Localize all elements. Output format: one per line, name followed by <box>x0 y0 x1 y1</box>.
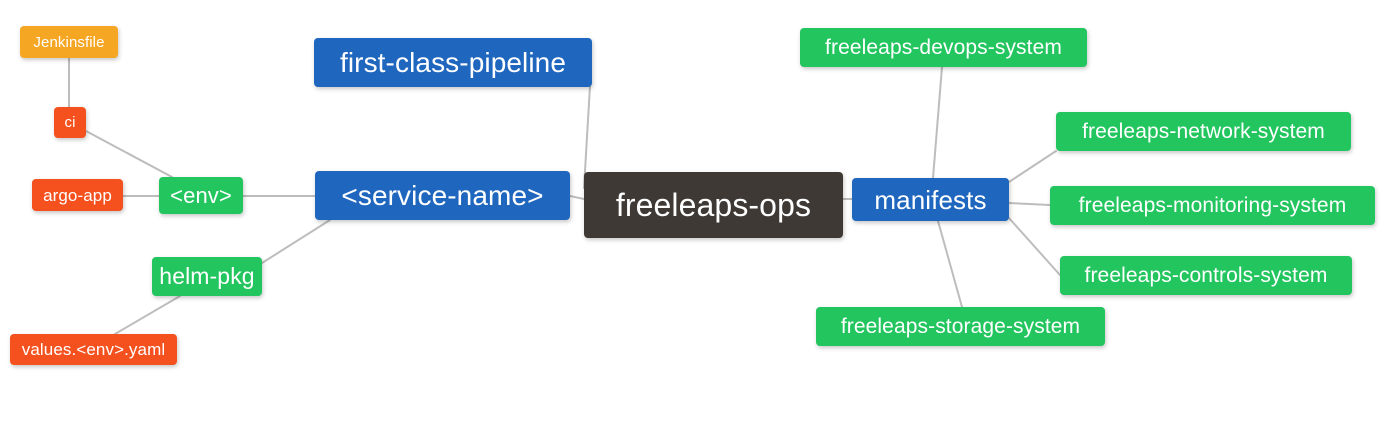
node-freeleaps-network-system[interactable]: freeleaps-network-system <box>1056 112 1351 151</box>
edge-manifests-to-freeleaps-storage-system <box>937 220 963 308</box>
edge-freeleaps-ops-to-service-name <box>569 195 585 200</box>
node-freeleaps-monitoring-system[interactable]: freeleaps-monitoring-system <box>1050 186 1375 225</box>
edge-manifests-to-freeleaps-monitoring-system <box>1008 202 1051 206</box>
edge-service-name-to-helm-pkg <box>261 219 331 264</box>
node-freeleaps-controls-system[interactable]: freeleaps-controls-system <box>1060 256 1352 295</box>
node-argo-app[interactable]: argo-app <box>32 179 123 211</box>
node-values-yaml[interactable]: values.<env>.yaml <box>10 334 177 365</box>
node-ci[interactable]: ci <box>54 107 86 138</box>
edge-manifests-to-freeleaps-controls-system <box>1008 217 1061 276</box>
node-service-name[interactable]: <service-name> <box>315 171 570 220</box>
node-freeleaps-storage-system[interactable]: freeleaps-storage-system <box>816 307 1105 346</box>
edge-manifests-to-freeleaps-network-system <box>1008 150 1057 183</box>
edge-helm-pkg-to-values-yaml <box>114 295 181 335</box>
node-freeleaps-devops-system[interactable]: freeleaps-devops-system <box>800 28 1087 67</box>
node-helm-pkg[interactable]: helm-pkg <box>152 257 262 296</box>
node-freeleaps-ops[interactable]: freeleaps-ops <box>584 172 843 238</box>
node-jenkinsfile[interactable]: Jenkinsfile <box>20 26 118 58</box>
edge-env-to-ci <box>85 130 173 178</box>
node-manifests[interactable]: manifests <box>852 178 1009 221</box>
node-first-class-pipeline[interactable]: first-class-pipeline <box>314 38 592 87</box>
node-env[interactable]: <env> <box>159 177 243 214</box>
edge-manifests-to-freeleaps-devops-system <box>932 66 943 179</box>
